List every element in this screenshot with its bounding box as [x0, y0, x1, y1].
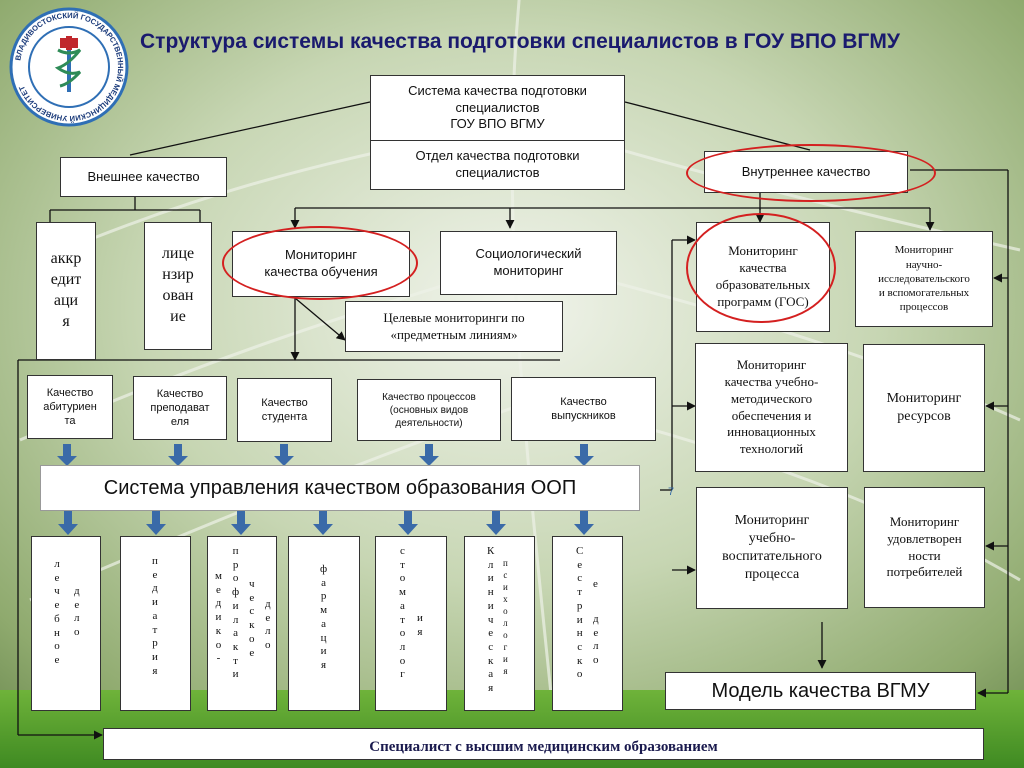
faculty-column-nursing: [552, 536, 623, 711]
quality-processes-box: Качество процессов (основных видов деяте…: [357, 379, 501, 441]
quality-model-box: Модель качества ВГМУ: [665, 672, 976, 710]
faculty-column-preventive-medicine: [207, 536, 277, 711]
accreditation-box: аккр едит аци я: [36, 222, 96, 360]
satisfaction-monitoring-box: Мониторинг удовлетворен ности потребител…: [864, 487, 985, 608]
educational-monitoring-box: Мониторинг учебно- воспитательного проце…: [696, 487, 848, 609]
quality-teacher-box: Качество преподават еля: [133, 376, 227, 440]
faculty-nursing-text-b: е: [593, 578, 598, 590]
highlight-oval-internal: [686, 144, 936, 202]
quality-system-box: Система качества подготовки специалистов…: [370, 75, 625, 141]
methodical-monitoring-box: Мониторинг качества учебно- методическог…: [695, 343, 848, 472]
quality-graduates-box: Качество выпускников: [511, 377, 656, 441]
faculty-column-general-medicine: [31, 536, 101, 711]
university-logo: ВЛАДИВОСТОКСКИЙ ГОСУДАРСТВЕННЫЙ МЕДИЦИНС…: [9, 7, 129, 127]
resources-monitoring-box: Мониторинг ресурсов: [863, 344, 985, 472]
faculty-column-clinical-psychology: [464, 536, 535, 711]
faculty-column-pharmacy: [288, 536, 360, 711]
targeted-monitoring-box: Целевые мониторинги по «предметным линия…: [345, 301, 563, 352]
quality-department-box: Отдел качества подготовки специалистов: [370, 140, 625, 190]
sociological-monitoring-box: Социологический мониторинг: [440, 231, 617, 295]
quality-student-box: Качество студента: [237, 378, 332, 442]
page-title: Структура системы качества подготовки сп…: [140, 30, 900, 53]
specialist-bar: Специалист с высшим медицинским образова…: [103, 728, 984, 760]
research-monitoring-box: Мониторинг научно- исследовательского и …: [855, 231, 993, 327]
licensing-box: лице нзир ован ие: [144, 222, 212, 350]
external-quality-box: Внешнее качество: [60, 157, 227, 197]
faculty-column-pediatrics: [120, 536, 191, 711]
highlight-oval-teaching: [222, 226, 418, 300]
quality-applicant-box: Качество абитуриен та: [27, 375, 113, 439]
faculty-column-dentistry: [375, 536, 447, 711]
highlight-oval-programs: [686, 213, 836, 323]
oop-management-system-box: Система управления качеством образования…: [40, 465, 640, 511]
page-mark: 7: [668, 486, 675, 498]
caduceus-icon: [54, 36, 82, 92]
